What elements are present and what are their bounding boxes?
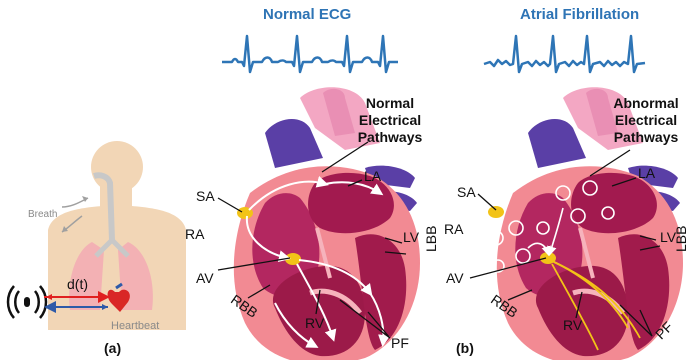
label-lbb: LBB (423, 226, 439, 252)
pathways-line-2: Electrical (606, 112, 686, 129)
label-la: LA (364, 168, 381, 184)
label-lv: LV (403, 229, 419, 245)
panel-b-label: (b) (456, 340, 474, 356)
heartbeat-label: Heartbeat (111, 320, 159, 332)
label-rv: RV (305, 315, 324, 331)
label-ra: RA (185, 226, 204, 242)
label-pf: PF (391, 335, 409, 351)
label-ra: RA (444, 221, 463, 237)
label-sa: SA (457, 184, 476, 200)
ecg-afib-trace (484, 36, 645, 72)
panel-a-label: (a) (104, 340, 121, 356)
distance-label: d(t) (67, 276, 88, 292)
label-av: AV (446, 270, 464, 286)
label-la: LA (638, 165, 655, 181)
radar-icon (8, 286, 46, 318)
pathways-line-3: Pathways (350, 129, 430, 146)
label-rv: RV (563, 317, 582, 333)
ecg-normal-trace (222, 36, 398, 72)
abnormal-pathways-title: Abnormal Electrical Pathways (606, 95, 686, 146)
normal-pathways-title: Normal Electrical Pathways (350, 95, 430, 146)
pathways-line-3: Pathways (606, 129, 686, 146)
pathways-line-2: Electrical (350, 112, 430, 129)
sa-node (488, 206, 504, 218)
label-sa: SA (196, 188, 215, 204)
label-lv: LV (660, 229, 676, 245)
label-av: AV (196, 270, 214, 286)
breath-label: Breath (28, 209, 57, 220)
ecg-afib-title: Atrial Fibrillation (520, 6, 639, 23)
pathways-line-1: Normal (350, 95, 430, 112)
ecg-normal-title: Normal ECG (263, 6, 351, 23)
pathways-line-1: Abnormal (606, 95, 686, 112)
